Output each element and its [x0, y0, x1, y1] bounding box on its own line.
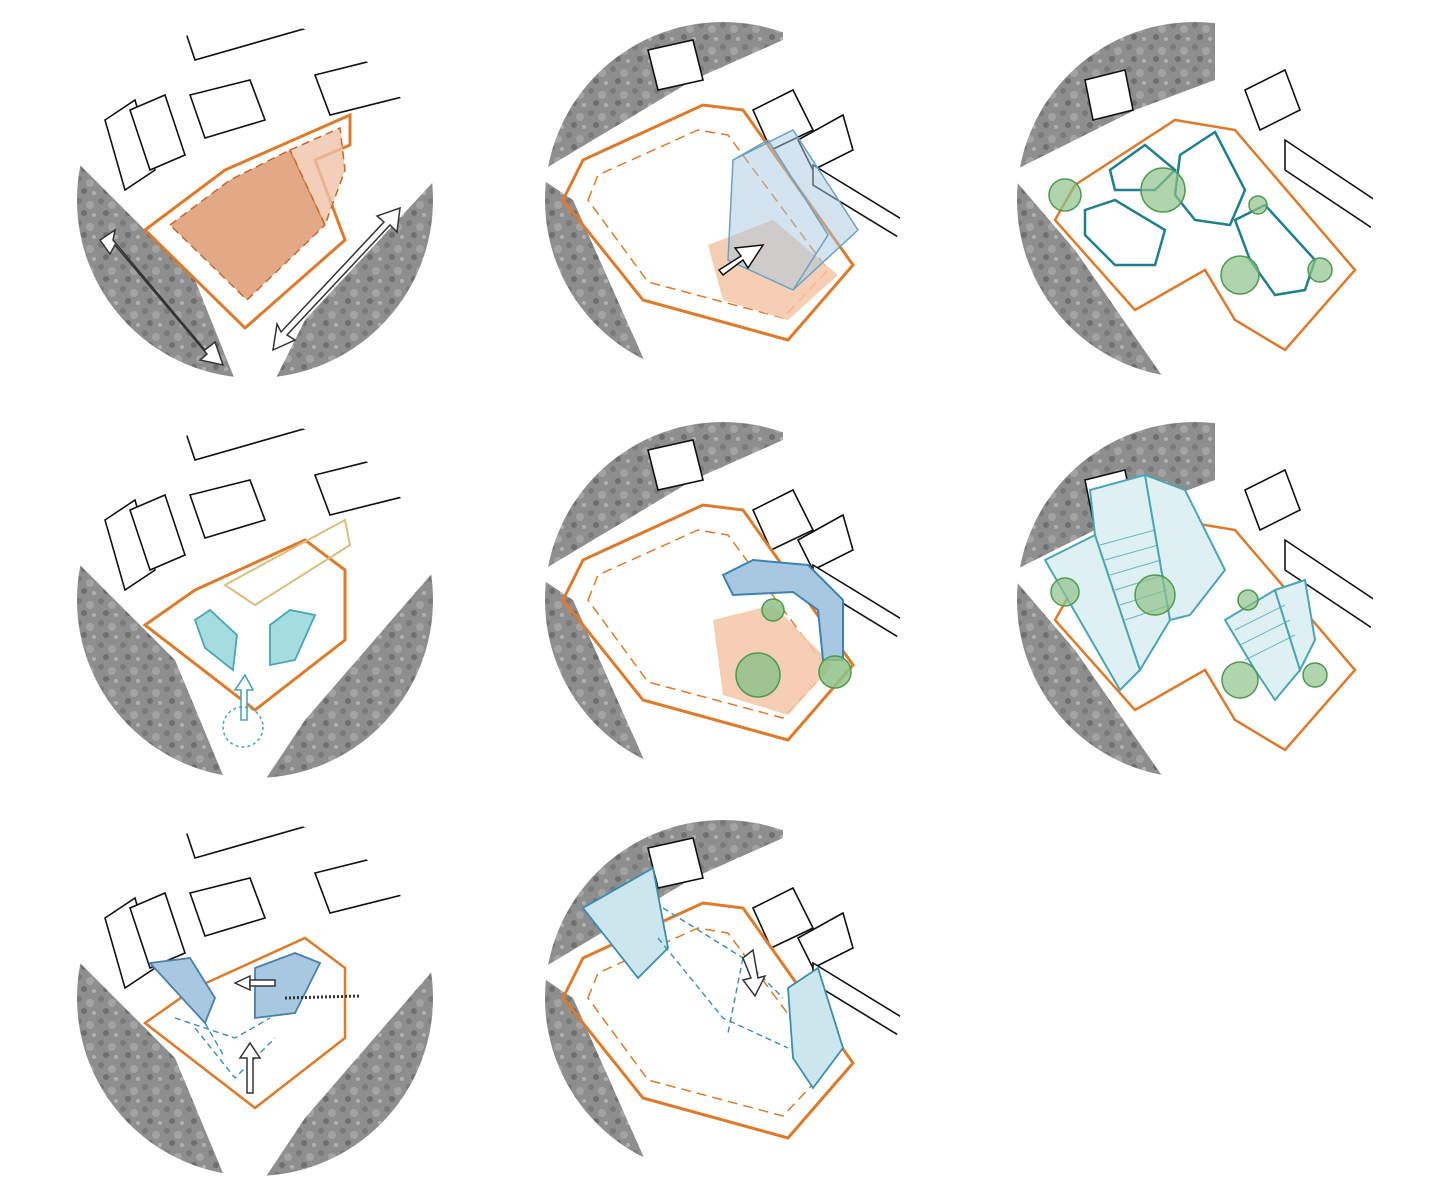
arrow-icon	[741, 948, 767, 998]
circulation-lines	[174, 1017, 276, 1080]
path-marker	[284, 994, 361, 1000]
road-area	[545, 180, 653, 378]
arrow-icon	[717, 244, 765, 277]
arrow-icon	[233, 673, 255, 721]
site-zone	[288, 126, 346, 227]
panel-offset-towers	[543, 818, 903, 1178]
context-buildings	[1084, 68, 1373, 232]
tree-icon	[1050, 574, 1328, 699]
double-arrow-icon	[98, 206, 401, 367]
road-area	[545, 22, 783, 170]
context-buildings	[104, 820, 412, 990]
context-buildings	[647, 439, 901, 642]
volume-blue	[148, 952, 322, 1025]
panel-building-clusters-with-trees	[1015, 20, 1375, 380]
panel-bridge-volume-with-trees	[543, 420, 903, 780]
road-area	[545, 422, 783, 570]
panel-twin-volumes-circulation	[75, 818, 435, 1178]
building-cluster	[193, 608, 317, 672]
setback-line	[587, 927, 829, 1117]
site-outline	[142, 538, 347, 712]
building-cluster	[1083, 130, 1317, 297]
plaza-marker	[222, 706, 264, 748]
panel-stepped-towers	[1015, 420, 1375, 780]
panel-site-access	[75, 20, 435, 380]
site-outline	[1053, 118, 1357, 352]
setback-line	[587, 129, 829, 319]
volume-edge	[732, 138, 829, 291]
tower-icon	[581, 866, 844, 1090]
road-area	[545, 978, 653, 1176]
setback-line	[223, 518, 352, 607]
road-area	[545, 580, 653, 778]
panel-entry-plaza	[75, 420, 435, 780]
context-buildings	[104, 22, 412, 192]
context-buildings	[647, 837, 901, 1040]
tree-icon	[735, 598, 852, 698]
tree-icon	[1048, 167, 1333, 295]
arrow-icon	[233, 974, 276, 1094]
panel-volume-push	[543, 20, 903, 380]
context-buildings	[647, 39, 901, 242]
road-area	[265, 570, 433, 778]
site-outline	[142, 936, 347, 1110]
setback-line	[587, 529, 829, 719]
